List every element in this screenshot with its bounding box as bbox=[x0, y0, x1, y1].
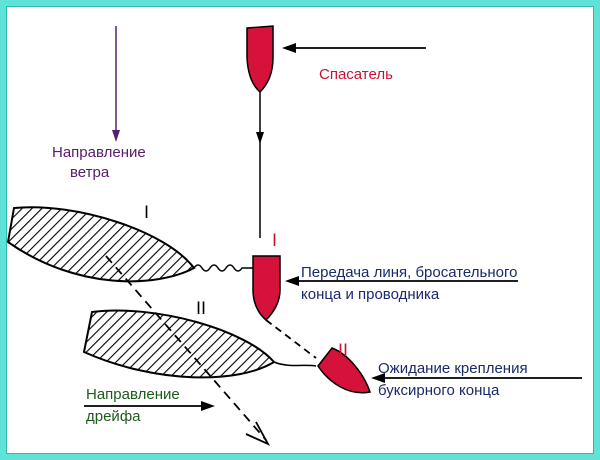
rescuer-boat-top bbox=[246, 25, 274, 94]
drift-label-line2: дрейфа bbox=[86, 408, 141, 425]
waiting-pointer-arrow bbox=[371, 373, 582, 383]
wind-label-line2: ветра bbox=[70, 164, 110, 181]
diagram-canvas: Спасатель Направление ветра I I II II Пе… bbox=[6, 6, 594, 454]
waiting-label-line1: Ожидание крепления bbox=[378, 360, 528, 377]
rescuer-boat-position-1 bbox=[252, 255, 281, 322]
wind-label-line1: Направление bbox=[52, 144, 146, 161]
drift-direction-arrow bbox=[84, 401, 215, 411]
tow-line-1 bbox=[193, 264, 256, 272]
rescuer-drift-path bbox=[265, 319, 317, 359]
rescuer-stage-2-label: II bbox=[338, 341, 349, 361]
rescuer-course-arrow bbox=[256, 92, 264, 238]
vessel-drift-path bbox=[105, 255, 271, 446]
rescuer-pointer-arrow bbox=[282, 43, 426, 53]
vessel-stage-1-label: I bbox=[144, 203, 150, 223]
transfer-pointer-arrow bbox=[285, 276, 518, 286]
transfer-label-line1: Передача линя, бросательного bbox=[301, 264, 518, 281]
rescuer-stage-1-label: I bbox=[272, 231, 278, 251]
drift-label-line1: Направление bbox=[86, 386, 180, 403]
tow-line-2 bbox=[273, 361, 317, 367]
vessel-position-2 bbox=[82, 309, 276, 379]
vessel-stage-2-label: II bbox=[196, 299, 207, 319]
rescuer-boat-position-2 bbox=[317, 347, 371, 394]
transfer-label-line2: конца и проводника bbox=[301, 286, 440, 303]
vessel-position-1 bbox=[6, 206, 196, 283]
waiting-label-line2: буксирного конца bbox=[378, 382, 500, 399]
rescuer-label: Спасатель bbox=[319, 66, 393, 83]
wind-direction-arrow bbox=[112, 26, 120, 142]
diagram-drawing bbox=[6, 25, 582, 446]
